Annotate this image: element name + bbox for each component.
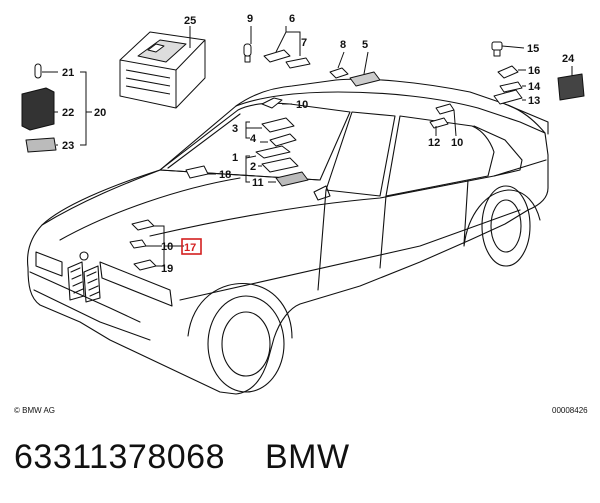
callout-10-top: 10 [296,99,308,111]
leader-lines [42,26,573,267]
part-11-sketch [275,171,309,187]
callout-19: 19 [161,263,173,275]
callout-10-door: 10 [451,137,463,149]
part-18-sketch [185,165,209,179]
callout-24: 24 [562,53,575,65]
callout-9: 9 [247,13,253,25]
car-illustration [26,78,549,395]
part-13-16-sketch [491,41,523,105]
callout-17-highlighted[interactable]: 17 [181,238,202,255]
callout-17: 17 [184,242,196,254]
callout-1: 1 [232,152,238,164]
callout-7: 7 [301,37,307,49]
callout-21: 21 [62,67,74,79]
callout-11: 11 [252,177,264,189]
part-caption: 63311378068 BMW [14,438,350,486]
callout-5: 5 [362,39,368,51]
callout-10-front: 10 [161,241,173,253]
part-12-10-sketch [429,103,455,129]
callout-20: 20 [94,107,106,119]
callout-labels: 25 9 6 7 8 5 21 22 20 23 15 24 16 14 13 … [62,13,575,275]
callout-6: 6 [289,13,295,25]
callout-18: 18 [219,169,231,181]
part-21-22-23-sketch [21,63,57,153]
part-8-5-roof-lamp-sketch [329,67,381,87]
drawing-number: 00008426 [552,406,588,415]
callout-8: 8 [340,39,346,51]
part-24-sketch [557,73,585,101]
brand-name: BMW [264,438,350,476]
part-9-bulb-sketch [243,43,252,63]
part-sketches [21,31,585,271]
callout-12: 12 [428,137,440,149]
callout-2: 2 [250,161,256,173]
callout-4: 4 [250,133,257,145]
callout-23: 23 [62,140,74,152]
part-6-7-lens-sketch [263,49,311,69]
exploded-parts-diagram: 25 9 6 7 8 5 21 22 20 23 15 24 16 14 13 … [14,13,588,415]
part-10-top-sketch [261,97,283,109]
part-25-control-unit-sketch [119,31,206,109]
part-number: 63311378068 [14,438,225,476]
copyright-text: © BMW AG [14,406,55,415]
callout-25: 25 [184,15,196,27]
callout-14: 14 [528,81,541,93]
callout-22: 22 [62,107,74,119]
callout-16: 16 [528,65,540,77]
callout-13: 13 [528,95,540,107]
callout-3: 3 [232,123,238,135]
part-17-area-sketch [129,219,157,271]
part-3-4-sketch [261,117,297,147]
callout-15: 15 [527,43,539,55]
part-1-2-sketch [255,145,299,173]
